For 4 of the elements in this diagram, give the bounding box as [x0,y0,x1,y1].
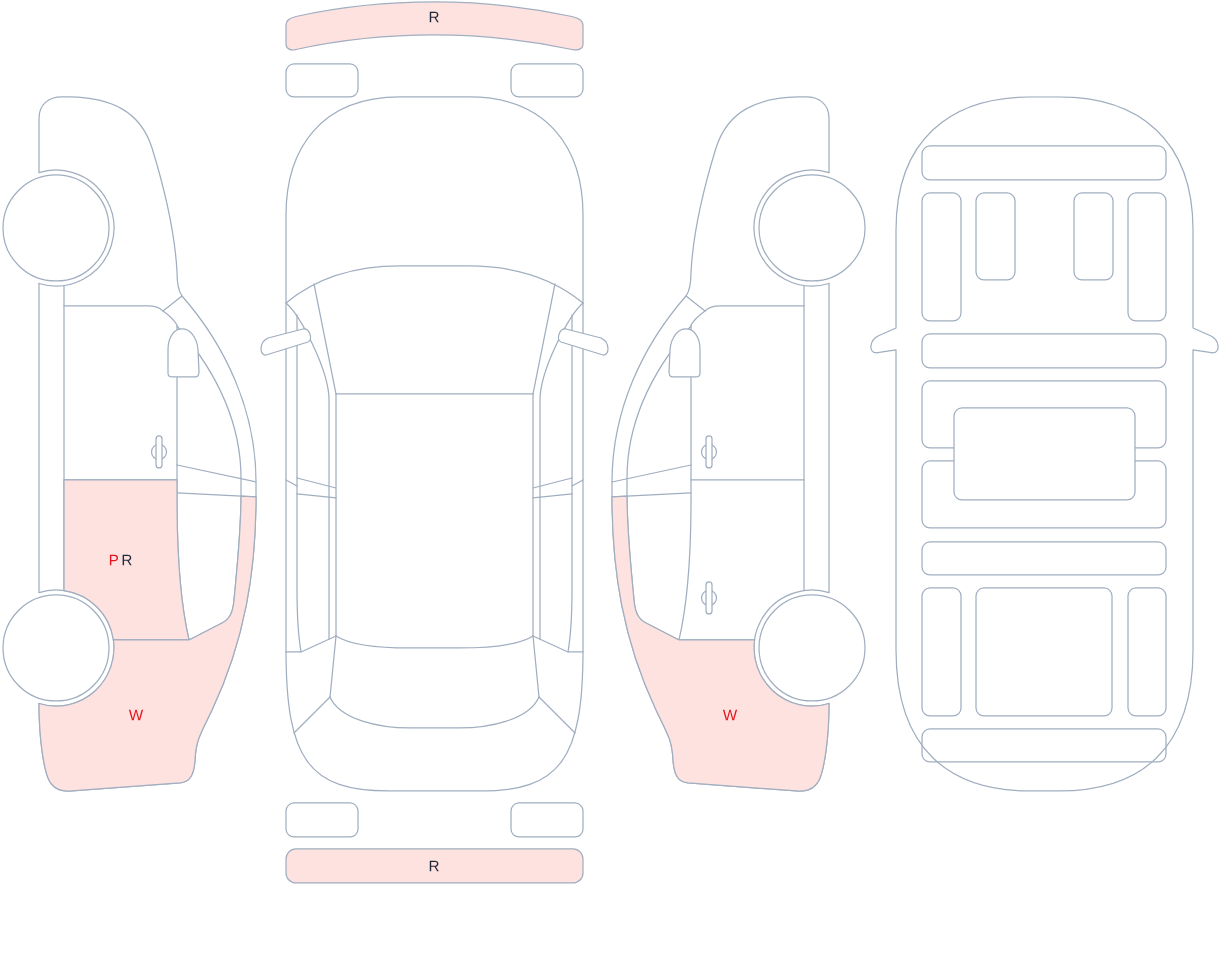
bumper-panel: R [285,848,584,884]
quarter-panel: W [611,495,830,792]
door-panel: P R [63,479,190,641]
bumper-panel: R [285,1,584,51]
